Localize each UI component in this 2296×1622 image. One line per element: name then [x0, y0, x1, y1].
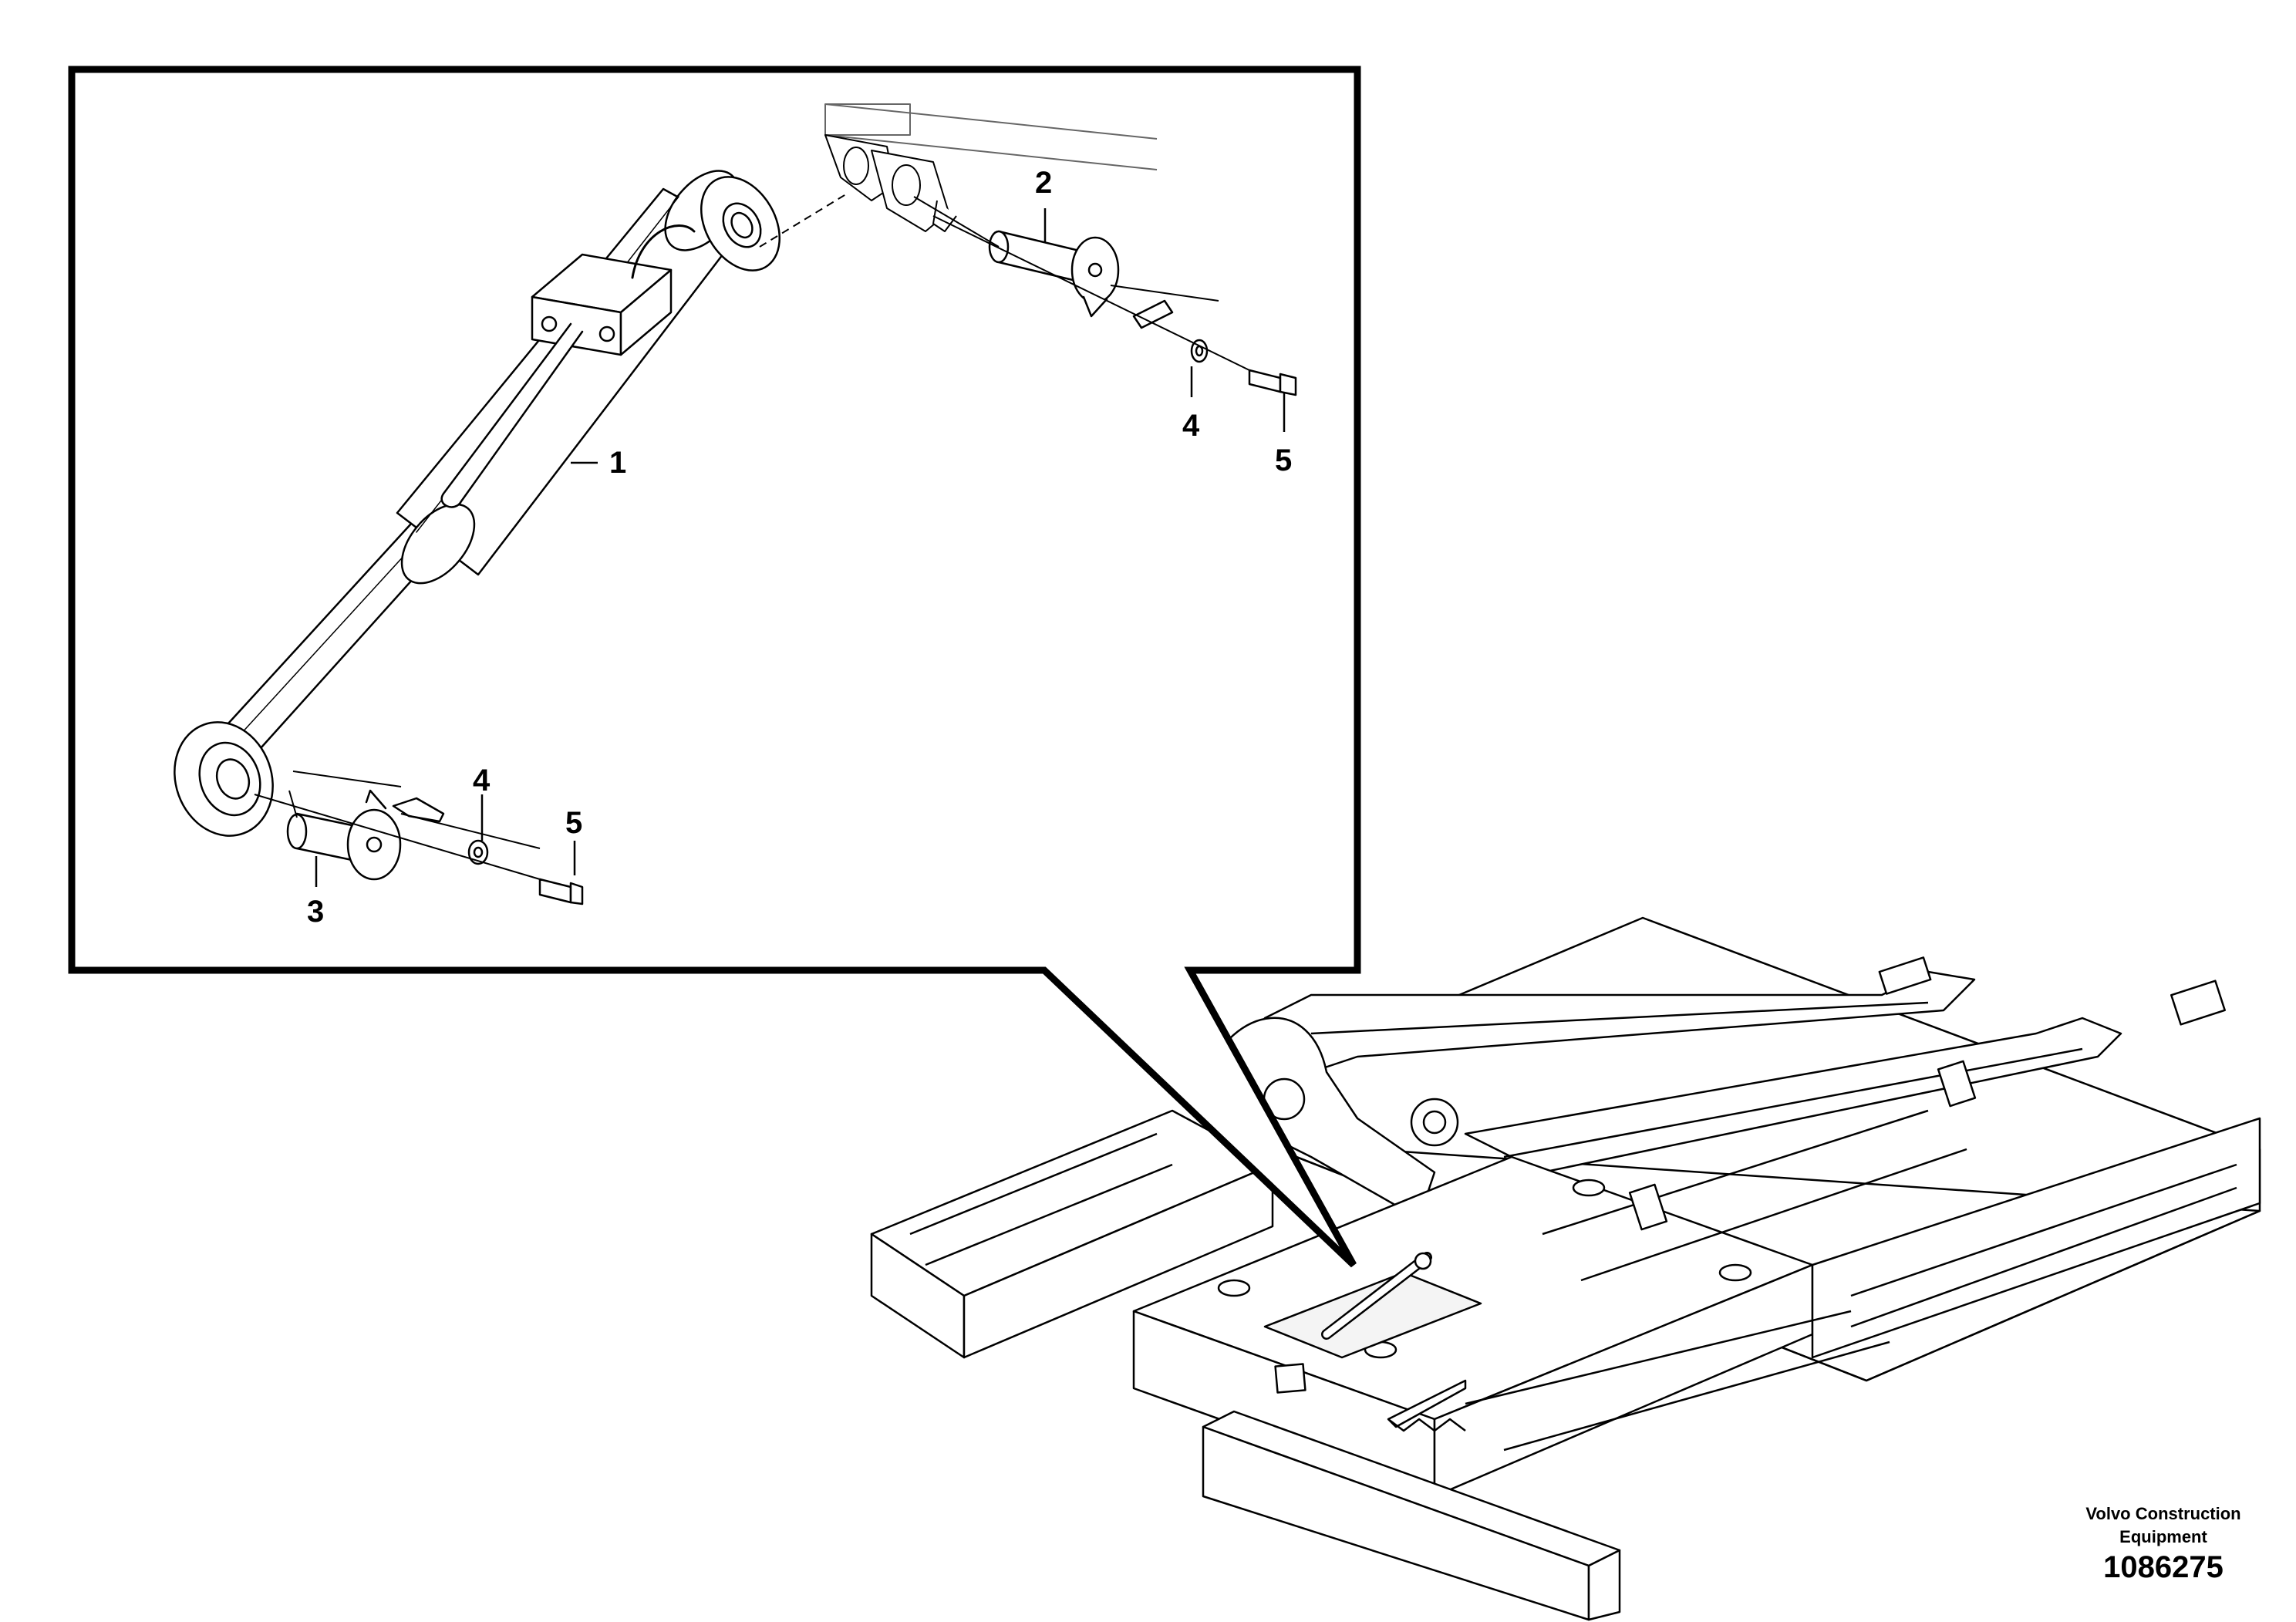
leader-lines — [315, 208, 1286, 887]
callout-3: 3 — [307, 895, 324, 929]
drawing-number: 1086275 — [2103, 1550, 2224, 1584]
brand-name-line2: Equipment — [2119, 1527, 2207, 1546]
hydraulic-cylinder — [174, 170, 781, 837]
detail-callout-box — [68, 66, 1361, 1268]
brand-name-line1: Volvo Construction — [2085, 1504, 2241, 1523]
callout-5-top: 5 — [1275, 443, 1292, 477]
callout-4-bottom: 4 — [473, 764, 491, 798]
assembly-lines — [254, 192, 1250, 880]
callout-4-top: 4 — [1182, 409, 1200, 443]
fasteners — [286, 230, 1297, 905]
callout-1: 1 — [609, 446, 626, 480]
callout-5-bottom: 5 — [565, 806, 582, 840]
mounting-bracket — [824, 103, 1158, 232]
callout-2: 2 — [1035, 166, 1052, 200]
machine-frame — [870, 916, 2261, 1621]
